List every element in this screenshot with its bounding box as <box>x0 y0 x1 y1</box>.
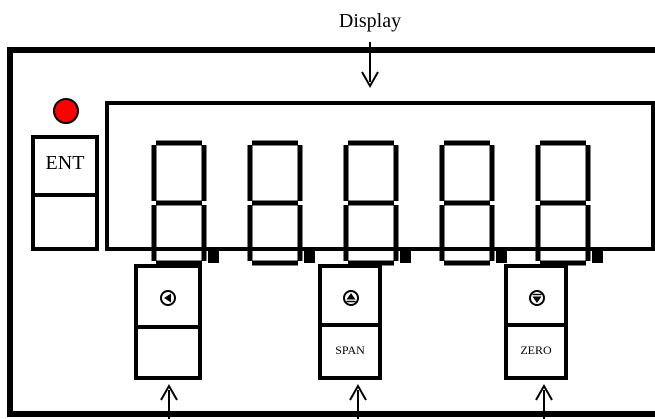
down-arrow-icon <box>529 290 545 306</box>
display-label: Display <box>338 10 402 32</box>
left-arrow-icon <box>160 290 176 306</box>
span-key-label: SPAN <box>335 343 365 357</box>
ent-key[interactable] <box>31 135 99 251</box>
display-arrow <box>361 42 379 89</box>
decimal-point <box>496 249 507 263</box>
up-arrow-icon <box>343 290 359 306</box>
indicator-led <box>53 98 79 124</box>
decimal-point <box>592 249 603 263</box>
display-digit <box>439 140 507 266</box>
display-digit <box>247 140 315 266</box>
left-key[interactable] <box>134 264 202 380</box>
display-digit <box>535 140 603 266</box>
decimal-point <box>208 249 219 263</box>
panel-outline <box>7 47 655 417</box>
seven-segment-digits <box>151 140 603 266</box>
down-key-arrow <box>535 383 553 419</box>
up-key[interactable] <box>318 264 382 380</box>
zero-key-label: ZERO <box>520 343 552 357</box>
display-digit <box>151 140 219 266</box>
decimal-point <box>400 249 411 263</box>
left-key-arrow <box>160 383 178 419</box>
down-key[interactable] <box>504 264 568 380</box>
up-key-arrow <box>349 383 367 419</box>
decimal-point <box>304 249 315 263</box>
ent-key-label: ENT <box>45 152 85 174</box>
display-digit <box>343 140 411 266</box>
display-window <box>105 101 655 251</box>
